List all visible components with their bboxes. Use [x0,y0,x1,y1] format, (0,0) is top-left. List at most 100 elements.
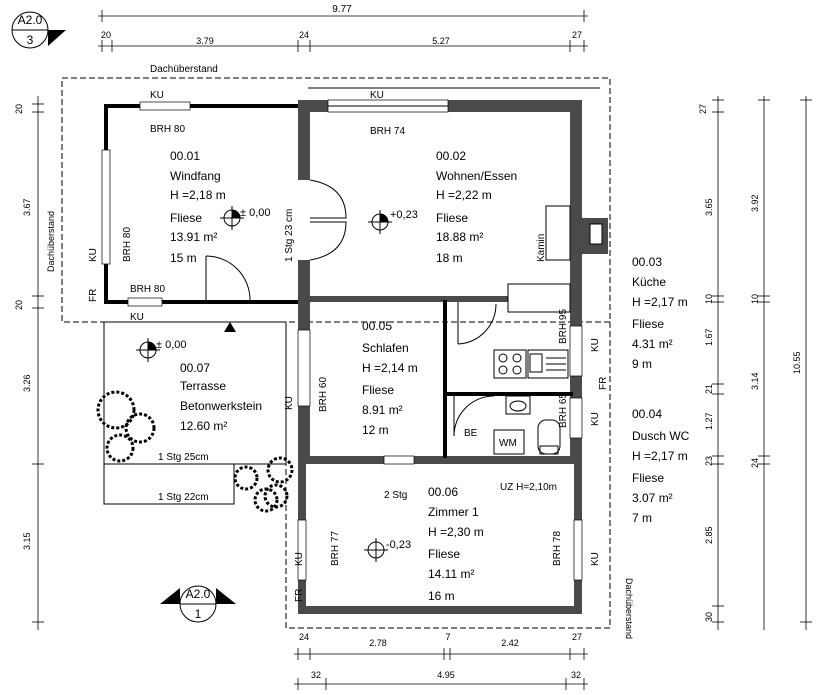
svg-text:Fliese: Fliese [170,211,202,225]
bottom-dimension-lines [294,648,588,690]
svg-text:BRH 65: BRH 65 [558,393,569,428]
svg-text:15 m: 15 m [170,251,197,265]
svg-text:Terrasse: Terrasse [180,379,226,393]
svg-text:8.91 m²: 8.91 m² [362,403,403,417]
room-dusch: 00.04 Dusch WC H =2,17 m Fliese 3.07 m² … [632,407,690,525]
svg-text:12 m: 12 m [362,423,389,437]
roof-overhang-label-top: Dachüberstand [150,64,218,75]
svg-text:00.06: 00.06 [428,485,458,499]
svg-text:Fliese: Fliese [632,471,664,485]
roof-overhang-label-left: Dachüberstand [46,211,56,272]
svg-text:Zimmer 1: Zimmer 1 [428,505,479,519]
roof-overhang-top [61,77,611,323]
svg-text:1 Stg 22cm: 1 Stg 22cm [158,492,209,503]
svg-text:14.11 m²: 14.11 m² [428,567,474,581]
svg-text:Dusch WC: Dusch WC [632,429,690,443]
svg-text:Fliese: Fliese [428,547,460,561]
svg-text:Fliese: Fliese [362,383,394,397]
svg-text:1 Stg 25cm: 1 Stg 25cm [158,452,209,463]
svg-text:1 Stg 23 cm: 1 Stg 23 cm [284,209,295,262]
level-windfang: ± 0,00 [240,207,271,219]
top-dim-0: 20 [101,30,111,40]
svg-text:13.91 m²: 13.91 m² [170,230,217,244]
svg-text:H =2,14 m: H =2,14 m [362,361,418,375]
right-mid-dim-3: 24 [750,458,760,468]
svg-text:KU: KU [150,90,164,101]
svg-text:BRH 60: BRH 60 [318,377,329,412]
top-dim-2: 24 [299,30,309,40]
svg-text:BE: BE [464,428,478,439]
svg-text:Kamin: Kamin [536,234,547,262]
svg-text:BRH 95: BRH 95 [558,309,569,344]
svg-text:KU: KU [590,338,601,352]
bottom2-dim-2: 32 [571,670,581,680]
top-dim-3: 5.27 [432,36,450,46]
doors [205,179,497,437]
left-dim-3: 3.26 [22,374,32,392]
left-dim-0: 20 [14,104,24,114]
svg-text:Schlafen: Schlafen [362,341,409,355]
right-mid-dim-1: 10 [750,294,760,304]
right-dim-5: 1.27 [704,412,714,430]
svg-text:16 m: 16 m [428,589,455,603]
svg-text:KU: KU [590,552,601,566]
right-dim-6: 23 [704,456,714,466]
top-dim-4: 27 [572,30,582,40]
roof-overhang-bottom [285,322,611,629]
svg-text:7 m: 7 m [632,511,652,525]
svg-text:00.02: 00.02 [436,149,466,163]
room-terrasse: 00.07 Terrasse Betonwerkstein 12.60 m² [180,361,262,433]
svg-text:UZ H=2,10m: UZ H=2,10m [500,482,557,493]
section-marker-bottom-sheet: A2.0 [186,587,211,601]
top-dim-1: 3.79 [196,36,214,46]
bottom-dim-2: 7 [445,632,450,642]
svg-text:18 m: 18 m [436,251,463,265]
level-wohnen: +0,23 [390,209,418,221]
svg-text:18.88 m²: 18.88 m² [436,230,483,244]
bottom2-dim-1: 4.95 [437,670,455,680]
right-dim-3: 1.67 [704,328,714,346]
bottom-dim-1: 2.78 [369,638,387,648]
svg-text:Fliese: Fliese [632,317,664,331]
svg-text:WM: WM [499,438,517,449]
svg-text:BRH 78: BRH 78 [552,531,563,566]
bottom-dim-0: 24 [299,632,309,642]
section-marker-top-number: 3 [27,33,34,47]
room-wohnen: 00.02 Wohnen/Essen H =2,22 m Fliese 18.8… [436,149,517,265]
svg-text:H =2,17 m: H =2,17 m [632,295,688,309]
svg-text:H =2,18 m: H =2,18 m [170,188,226,202]
svg-text:BRH 77: BRH 77 [330,531,341,566]
right-dim-1: 3.65 [704,198,714,216]
section-marker-top: A2.0 3 [11,11,66,49]
svg-text:Windfang: Windfang [170,169,221,183]
room-schlafen: 00.05 Schlafen H =2,14 m Fliese 8.91 m² … [362,319,418,437]
svg-text:KU: KU [88,248,99,262]
svg-text:H =2,17 m: H =2,17 m [632,449,688,463]
svg-text:2 Stg: 2 Stg [384,490,407,501]
level-zimmer: -0,23 [386,539,411,551]
top-total-dimension: 9.77 [332,4,352,15]
roof-overhang-label-right: Dachüberstand [624,578,634,639]
svg-text:Wohnen/Essen: Wohnen/Essen [436,169,517,183]
room-kueche: 00.03 Küche H =2,17 m Fliese 4.31 m² 9 m [632,255,688,371]
svg-text:KU: KU [130,312,144,323]
room-windfang: 00.01 Windfang H =2,18 m Fliese 13.91 m²… [170,149,226,265]
svg-text:9 m: 9 m [632,357,652,371]
washing-machine-icon [493,429,525,455]
svg-text:BRH 80: BRH 80 [130,284,165,295]
svg-text:3.07 m²: 3.07 m² [632,491,673,505]
svg-text:H =2,22 m: H =2,22 m [436,188,492,202]
right-dim-7: 2.85 [704,526,714,544]
svg-text:00.04: 00.04 [632,407,662,421]
svg-text:Betonwerkstein: Betonwerkstein [180,399,262,413]
top-dimension-lines [98,10,588,52]
svg-text:4.31 m²: 4.31 m² [632,337,673,351]
svg-text:00.05: 00.05 [362,319,392,333]
section-marker-bottom-number: 1 [195,607,202,621]
svg-text:KU: KU [284,396,295,410]
right-dim-2: 10 [704,294,714,304]
left-dimension-lines [32,96,44,630]
bottom-dim-4: 27 [572,632,582,642]
svg-text:00.07: 00.07 [180,361,210,375]
